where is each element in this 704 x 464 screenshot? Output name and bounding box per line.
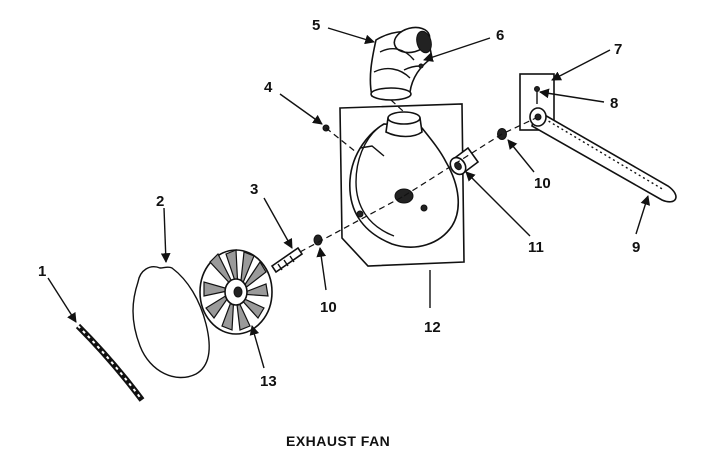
- callout-3: 3: [250, 181, 258, 198]
- callout-2: 2: [156, 193, 164, 210]
- callout-5: 5: [312, 17, 320, 34]
- part-13-fan-wheel: [199, 249, 273, 335]
- part-11-bushing: [449, 146, 480, 176]
- callout-7: 7: [614, 41, 622, 58]
- part-2-gasket: [132, 266, 210, 379]
- part-9-strap: [529, 107, 677, 203]
- callout-1: 1: [38, 263, 46, 280]
- callout-10-left: 10: [320, 299, 337, 316]
- callout-4: 4: [264, 79, 273, 96]
- diagram-caption: EXHAUST FAN: [286, 433, 390, 449]
- part-1-seal-strip: [75, 323, 145, 402]
- callout-8: 8: [610, 95, 618, 112]
- callout-12: 12: [424, 319, 441, 336]
- callout-9: 9: [632, 239, 640, 256]
- part-5-elbow: [369, 26, 433, 101]
- part-12-blower-housing: [349, 111, 460, 248]
- leader-lines: [47, 27, 651, 369]
- part-3-shaft: [270, 246, 304, 274]
- callout-10-right: 10: [534, 175, 551, 192]
- callout-6: 6: [496, 27, 504, 44]
- assembly-lines: [299, 99, 537, 253]
- part-6-clamp: [403, 63, 424, 71]
- callout-13: 13: [260, 373, 277, 390]
- callout-11: 11: [528, 239, 544, 256]
